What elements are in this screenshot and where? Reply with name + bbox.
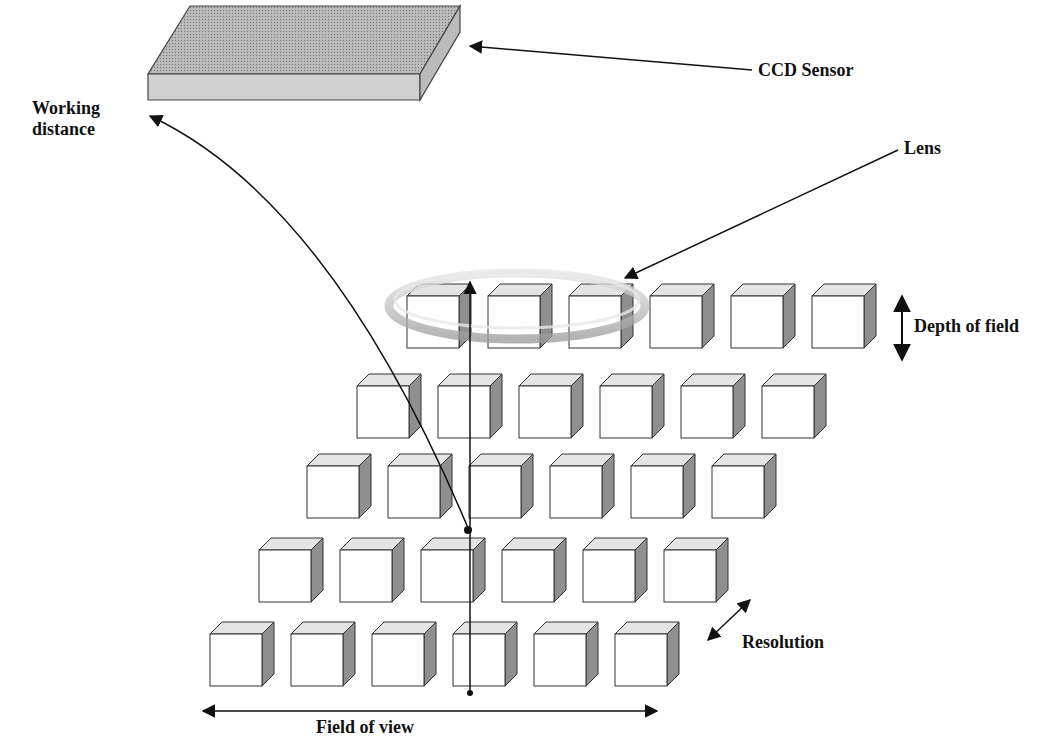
cube	[583, 538, 647, 602]
cube	[307, 454, 371, 518]
cube	[600, 374, 664, 438]
cube	[812, 284, 876, 348]
ccd-sensor	[148, 6, 460, 100]
lens-label: Lens	[904, 138, 941, 159]
sensor-label: CCD Sensor	[758, 60, 854, 81]
cube	[550, 454, 614, 518]
cube	[731, 284, 795, 348]
cube	[372, 622, 436, 686]
cube	[453, 622, 517, 686]
cube	[519, 374, 583, 438]
cube	[469, 454, 533, 518]
cube	[340, 538, 404, 602]
ccd-leader	[470, 46, 752, 70]
cube	[291, 622, 355, 686]
lens	[389, 273, 645, 339]
working-distance-leader	[150, 116, 468, 528]
cube	[681, 374, 745, 438]
lens-rim	[395, 272, 639, 328]
depth-label: Depth of field	[914, 316, 1019, 337]
cube	[762, 374, 826, 438]
optical-axis	[469, 282, 471, 695]
field-of-view-label: Field of view	[316, 717, 414, 738]
cube	[421, 538, 485, 602]
working-distance-label: Working distance	[32, 98, 132, 139]
cube	[631, 454, 695, 518]
cube	[615, 622, 679, 686]
cube	[712, 454, 776, 518]
cube	[210, 622, 274, 686]
lens-leader	[625, 150, 898, 278]
resolution-label: Resolution	[742, 632, 824, 653]
cube	[259, 538, 323, 602]
cube	[502, 538, 566, 602]
object-cubes	[210, 284, 876, 686]
axis-base	[467, 690, 473, 696]
cube	[650, 284, 714, 348]
cube	[388, 454, 452, 518]
cube	[664, 538, 728, 602]
field-of-view-arrow	[203, 710, 657, 712]
cube	[534, 622, 598, 686]
depth-of-field-arrow	[901, 296, 903, 360]
